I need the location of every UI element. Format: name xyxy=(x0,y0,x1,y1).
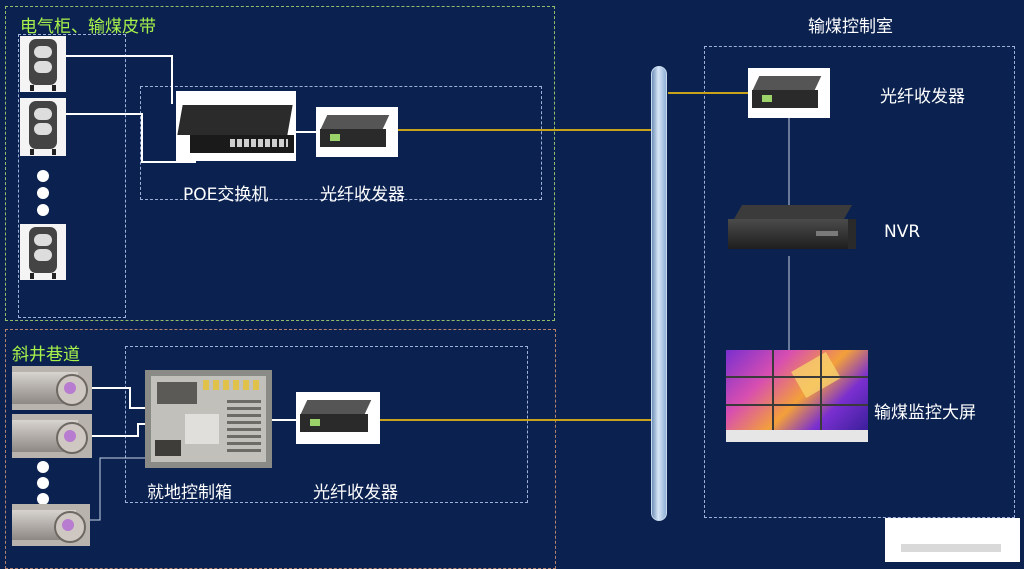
ellipsis-dot xyxy=(37,187,49,199)
fiber-bottom-label: 光纤收发器 xyxy=(313,483,398,503)
camera-icon xyxy=(20,36,66,92)
wire-camera-1 xyxy=(58,55,173,104)
nvr-image xyxy=(726,205,858,256)
wire-incline-2 xyxy=(92,423,150,437)
ellipsis-dot xyxy=(37,170,49,182)
ellipsis-dot xyxy=(37,204,49,216)
fiber-room-label: 光纤收发器 xyxy=(880,87,965,107)
area-electric-frame xyxy=(5,6,555,321)
camera-icon xyxy=(20,98,66,156)
control-room-frame xyxy=(704,46,1015,518)
ellipsis-dot xyxy=(37,477,49,489)
camera-icon xyxy=(20,224,66,280)
wire-incline-1 xyxy=(92,387,146,409)
area-electric-title: 电气柜、输煤皮带 xyxy=(20,17,156,37)
nvr-label: NVR xyxy=(884,222,921,242)
ellipsis-dot xyxy=(37,461,49,473)
fiber-transceiver-image xyxy=(748,68,830,118)
camera-icon xyxy=(12,366,92,410)
poe-switch-image xyxy=(176,91,296,161)
camera-icon xyxy=(12,414,92,458)
screen-label: 输煤监控大屏 xyxy=(874,403,976,423)
camera-icon xyxy=(12,504,90,546)
area-incline-title: 斜井巷道 xyxy=(12,345,80,365)
ellipsis-dot xyxy=(37,493,49,505)
fiber-transceiver-image xyxy=(316,107,398,157)
watermark-box xyxy=(885,518,1020,562)
poe-switch-label: POE交换机 xyxy=(183,185,269,205)
fiber-transceiver-image xyxy=(296,392,380,444)
monitor-screen-image xyxy=(726,350,868,442)
wire-camera-2 xyxy=(62,113,196,163)
fiber-top-label: 光纤收发器 xyxy=(320,185,405,205)
local-box-group-frame xyxy=(125,346,528,503)
camera-column-top-frame xyxy=(18,34,126,318)
local-control-box-image xyxy=(145,370,272,468)
wire-incline-3 xyxy=(90,457,150,521)
local-box-label: 就地控制箱 xyxy=(147,483,232,503)
switch-group-frame xyxy=(140,86,542,200)
control-room-title: 输煤控制室 xyxy=(808,17,893,37)
backbone-pipe xyxy=(651,66,667,521)
